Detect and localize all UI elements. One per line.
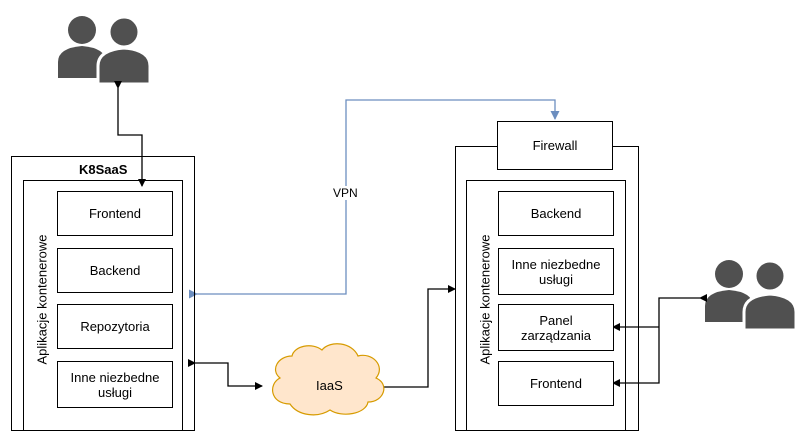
left-cluster-title: K8SaaS <box>79 162 128 177</box>
left-group-label: Aplikacje kontenerowe <box>34 234 50 365</box>
right-service-inne[interactable]: Inne niezbedne usługi <box>498 248 614 295</box>
left-service-frontend[interactable]: Frontend <box>57 191 173 236</box>
vpn-label: VPN <box>331 186 360 200</box>
left-iaas-connector <box>188 359 263 390</box>
left-service-repozytoria[interactable]: Repozytoria <box>57 304 173 349</box>
iaas-cloud <box>272 343 385 416</box>
users-right-connectors <box>612 294 707 387</box>
vpn-connector <box>189 99 560 299</box>
right-service-panel[interactable]: Panel zarządzania <box>498 304 614 351</box>
iaas-right-connector <box>375 285 456 391</box>
left-service-inne[interactable]: Inne niezbedne usługi <box>57 361 173 408</box>
firewall-box[interactable]: Firewall <box>497 121 613 170</box>
right-group-label: Aplikacje kontenerowe <box>477 234 493 365</box>
users-frontend-connector <box>114 81 146 187</box>
iaas-label: IaaS <box>316 378 343 393</box>
right-service-backend[interactable]: Backend <box>498 191 614 236</box>
users-icon <box>58 15 152 86</box>
left-service-backend[interactable]: Backend <box>57 248 173 293</box>
right-service-frontend[interactable]: Frontend <box>498 361 614 406</box>
users-icon <box>705 259 795 332</box>
